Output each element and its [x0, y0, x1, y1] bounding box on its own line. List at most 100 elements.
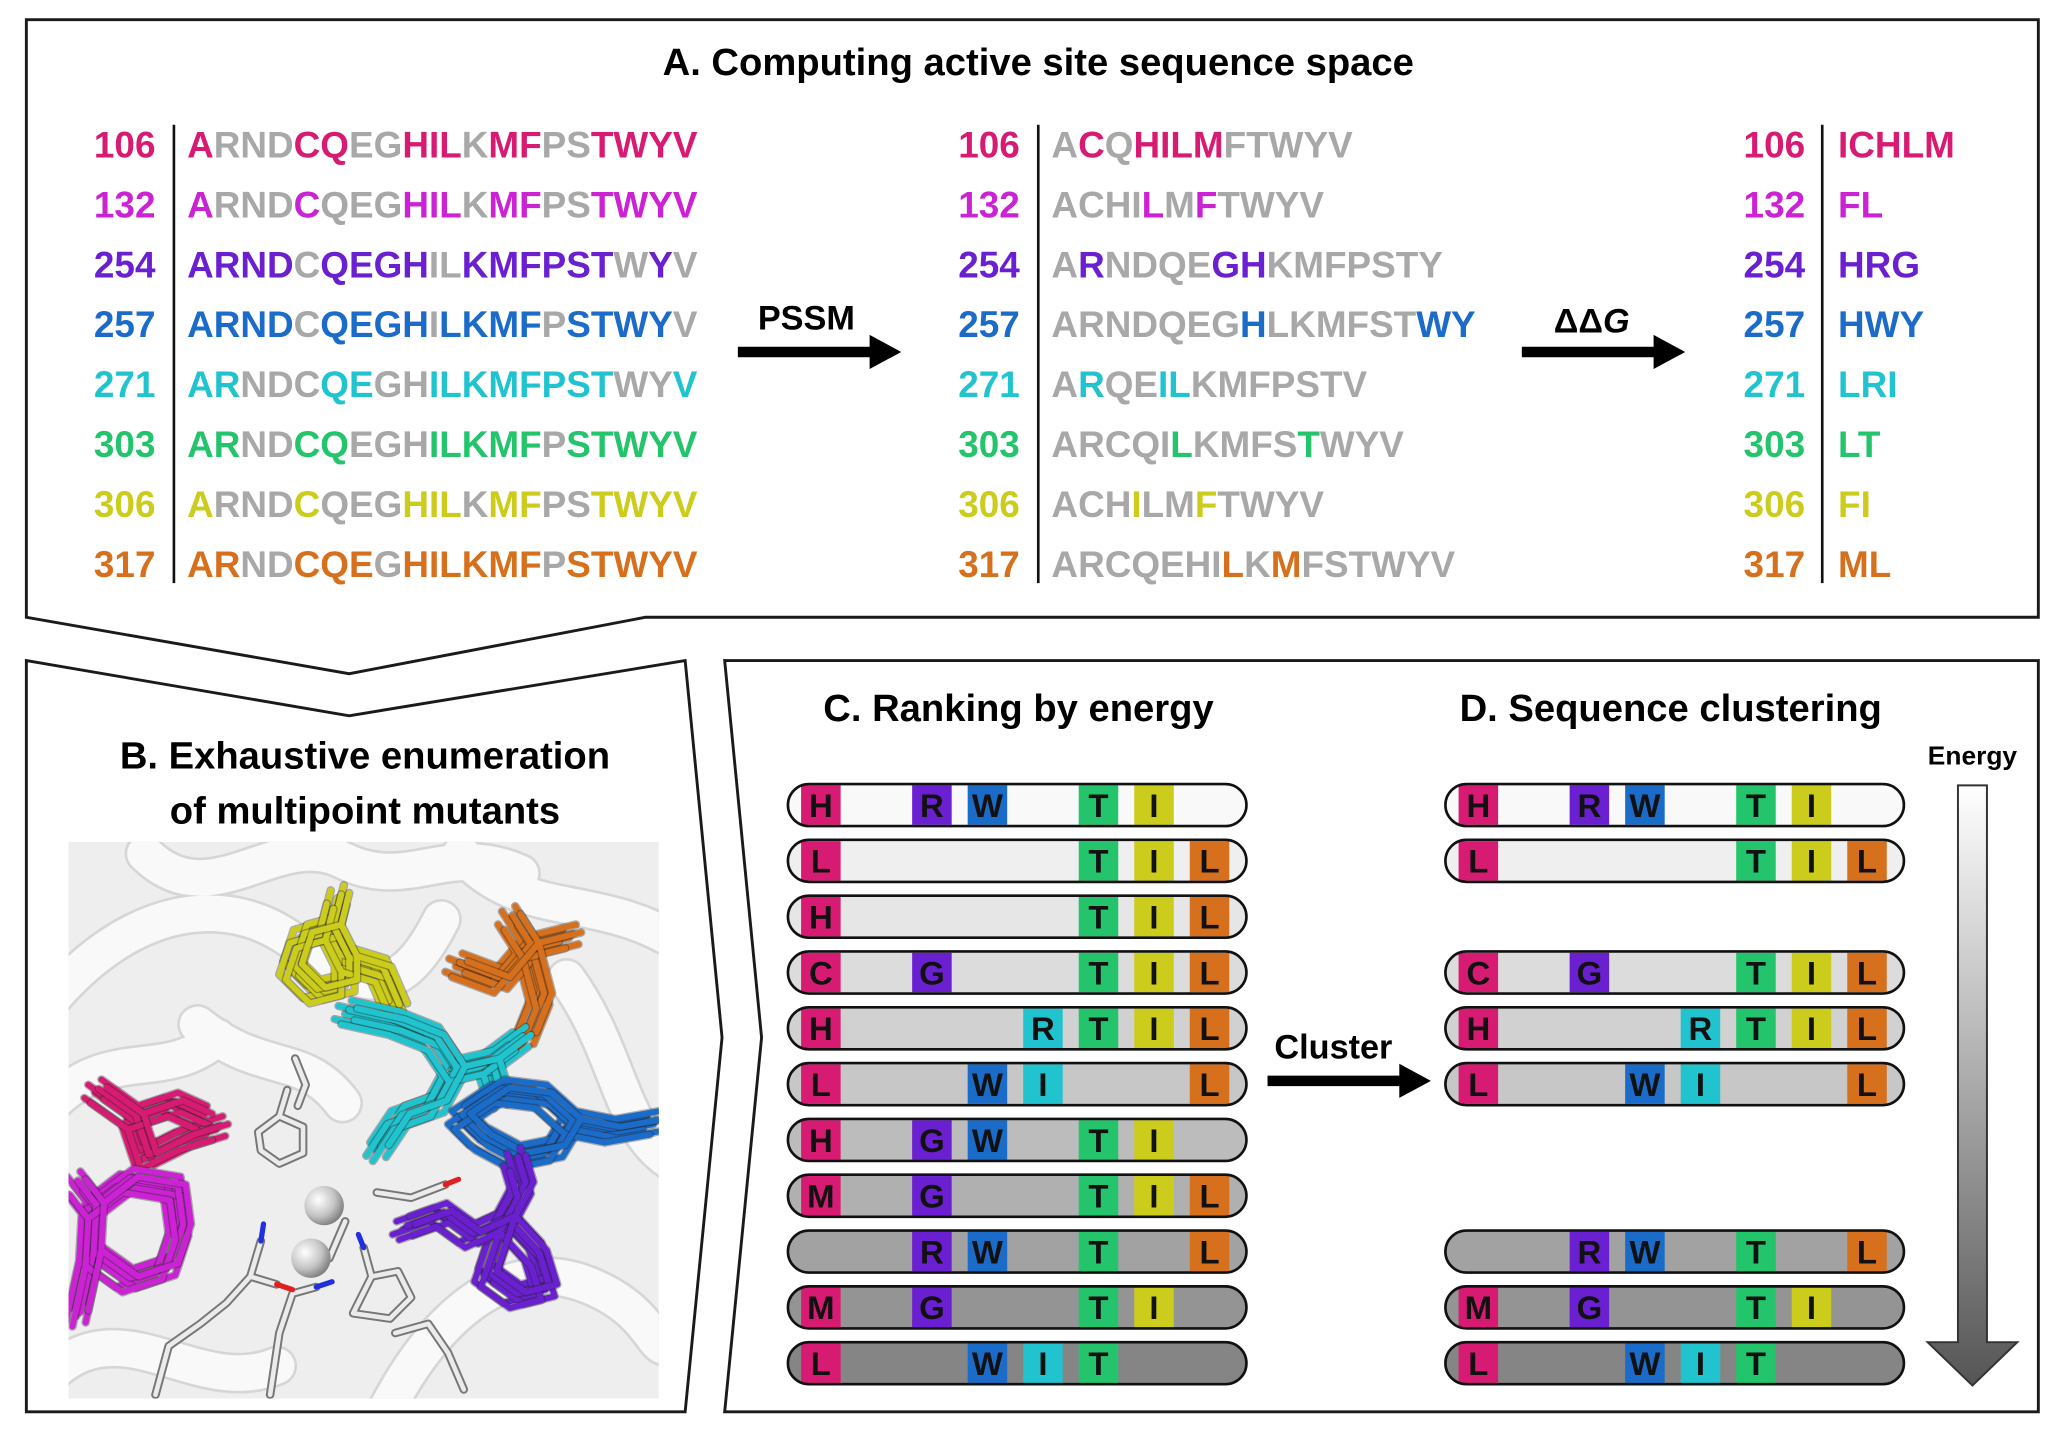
retained-residues: ARND: [187, 244, 294, 285]
residue-boxes: [1458, 952, 1887, 993]
residue-boxes: [801, 1120, 1174, 1160]
ribbon: [372, 1258, 659, 1399]
residue-sequence: ARNDQEGHKMFPSTY: [1051, 244, 1442, 285]
excluded-residues: ND: [240, 424, 293, 465]
excluded-residues: KMFPSTY: [1267, 244, 1443, 285]
residue-box-306: [1791, 1008, 1832, 1049]
residue-box-106: [801, 841, 841, 881]
heteroatom-tip: [258, 1221, 267, 1244]
retained-residues: C: [1078, 125, 1105, 166]
residue-box-106: [801, 1008, 841, 1049]
residue-box-306: [1134, 952, 1174, 993]
residue-boxes: [1569, 1231, 1887, 1272]
residue-box-306: [1134, 841, 1174, 881]
position-306-sidechain-ensemble: [275, 880, 412, 1024]
panel-d-title: D. Sequence clustering: [1460, 687, 1882, 730]
residue-box-306: [1134, 896, 1174, 937]
retained-residues: CQE: [294, 544, 374, 585]
retained-residues: ML: [1838, 544, 1891, 585]
residue-box-254: [912, 1231, 952, 1272]
residue-letter: L: [1468, 1066, 1488, 1103]
residue-letter: L: [811, 1066, 831, 1103]
excluded-residues: ARCQI: [1051, 424, 1170, 465]
retained-residues: FI: [1838, 484, 1871, 525]
panel-b-title-line1: B. Exhaustive enumeration: [120, 734, 610, 777]
excluded-residues: QE: [1105, 364, 1158, 405]
residue-letter: I: [1149, 954, 1158, 991]
residue-letter: I: [1149, 899, 1158, 936]
excluded-residues: I: [429, 304, 439, 345]
sequence-pill-outline: [1444, 838, 1906, 884]
excluded-residues: C: [294, 304, 321, 345]
excluded-residues: M: [1164, 185, 1195, 226]
heteroatom-tip: [442, 1176, 462, 1188]
residue-boxes: [801, 785, 1174, 825]
residue-box-271: [1023, 1064, 1063, 1104]
residue-box-303: [1078, 841, 1119, 881]
excluded-residues: ND: [240, 544, 293, 585]
residue-box-317: [1189, 896, 1230, 937]
residue-letter: R: [1578, 1233, 1602, 1270]
sequence-pill-background: [787, 1230, 1247, 1273]
residue-box-306: [1134, 1120, 1174, 1160]
panel-b-title-line2: of multipoint mutants: [170, 789, 560, 832]
residue-box-303: [1078, 952, 1119, 993]
residue-box-257: [1625, 1343, 1665, 1383]
residue-sequence: HWY: [1838, 304, 1924, 345]
retained-residues: KMFPST: [462, 244, 614, 285]
residue-letter: W: [972, 1066, 1003, 1103]
excluded-residues: P: [542, 424, 567, 465]
position-number: 132: [1744, 185, 1806, 226]
residue-sequence: ARNDCQEGHILKMFPSTWYV: [187, 544, 698, 585]
excluded-residues: K: [462, 484, 489, 525]
retained-residues: F: [1195, 484, 1218, 525]
position-number: 303: [1744, 424, 1806, 465]
excluded-residues: P: [542, 544, 567, 585]
residue-letter: W: [972, 787, 1003, 824]
sequence-pill-outline: [786, 1061, 1248, 1107]
retained-residues: V: [673, 364, 698, 405]
excluded-residues: KMFS: [1193, 424, 1298, 465]
retained-residues: A: [187, 125, 214, 166]
excluded-residues: W: [613, 244, 648, 285]
sidechain-conformer: [298, 890, 411, 1007]
excluded-residues: C: [294, 244, 321, 285]
sequence-pill-outline: [1444, 1340, 1906, 1386]
ribbon: [443, 841, 659, 953]
residue-box-106: [1458, 1287, 1499, 1328]
residue-letter: L: [1199, 1010, 1219, 1047]
retained-residues: AR: [187, 424, 240, 465]
excluded-residues: ACHI: [1051, 185, 1141, 226]
residue-box-303: [1078, 896, 1119, 937]
position-number: 317: [94, 544, 156, 585]
residue-box-257: [967, 1231, 1008, 1272]
excluded-residues: EGH: [349, 424, 429, 465]
residue-box-271: [1680, 1008, 1721, 1049]
residue-letter: R: [1578, 787, 1602, 824]
residue-sequence: LT: [1838, 424, 1881, 465]
heteroatom-tip: [313, 1279, 335, 1290]
panel-a-title: A. Computing active site sequence space: [663, 41, 1414, 84]
residue-box-257: [967, 1120, 1008, 1160]
sequence-pill-outline: [1444, 1285, 1906, 1330]
residue-letter: L: [1468, 843, 1488, 880]
retained-residues: LT: [1838, 424, 1881, 465]
position-106-sidechain-ensemble: [80, 1075, 233, 1174]
sequence-pill-outline: [786, 1117, 1248, 1163]
residue-box-106: [1458, 1008, 1499, 1049]
residue-box-254: [912, 1176, 952, 1216]
residue-box-106: [801, 1064, 841, 1104]
stick: [267, 1284, 319, 1398]
excluded-residues: EG: [349, 125, 402, 166]
sidechain-conformer: [412, 1152, 561, 1296]
sidechain-conformer: [82, 1173, 195, 1314]
residue-letter: L: [811, 1345, 831, 1382]
excluded-residues: V: [673, 244, 698, 285]
retained-residues: CQ: [294, 125, 349, 166]
